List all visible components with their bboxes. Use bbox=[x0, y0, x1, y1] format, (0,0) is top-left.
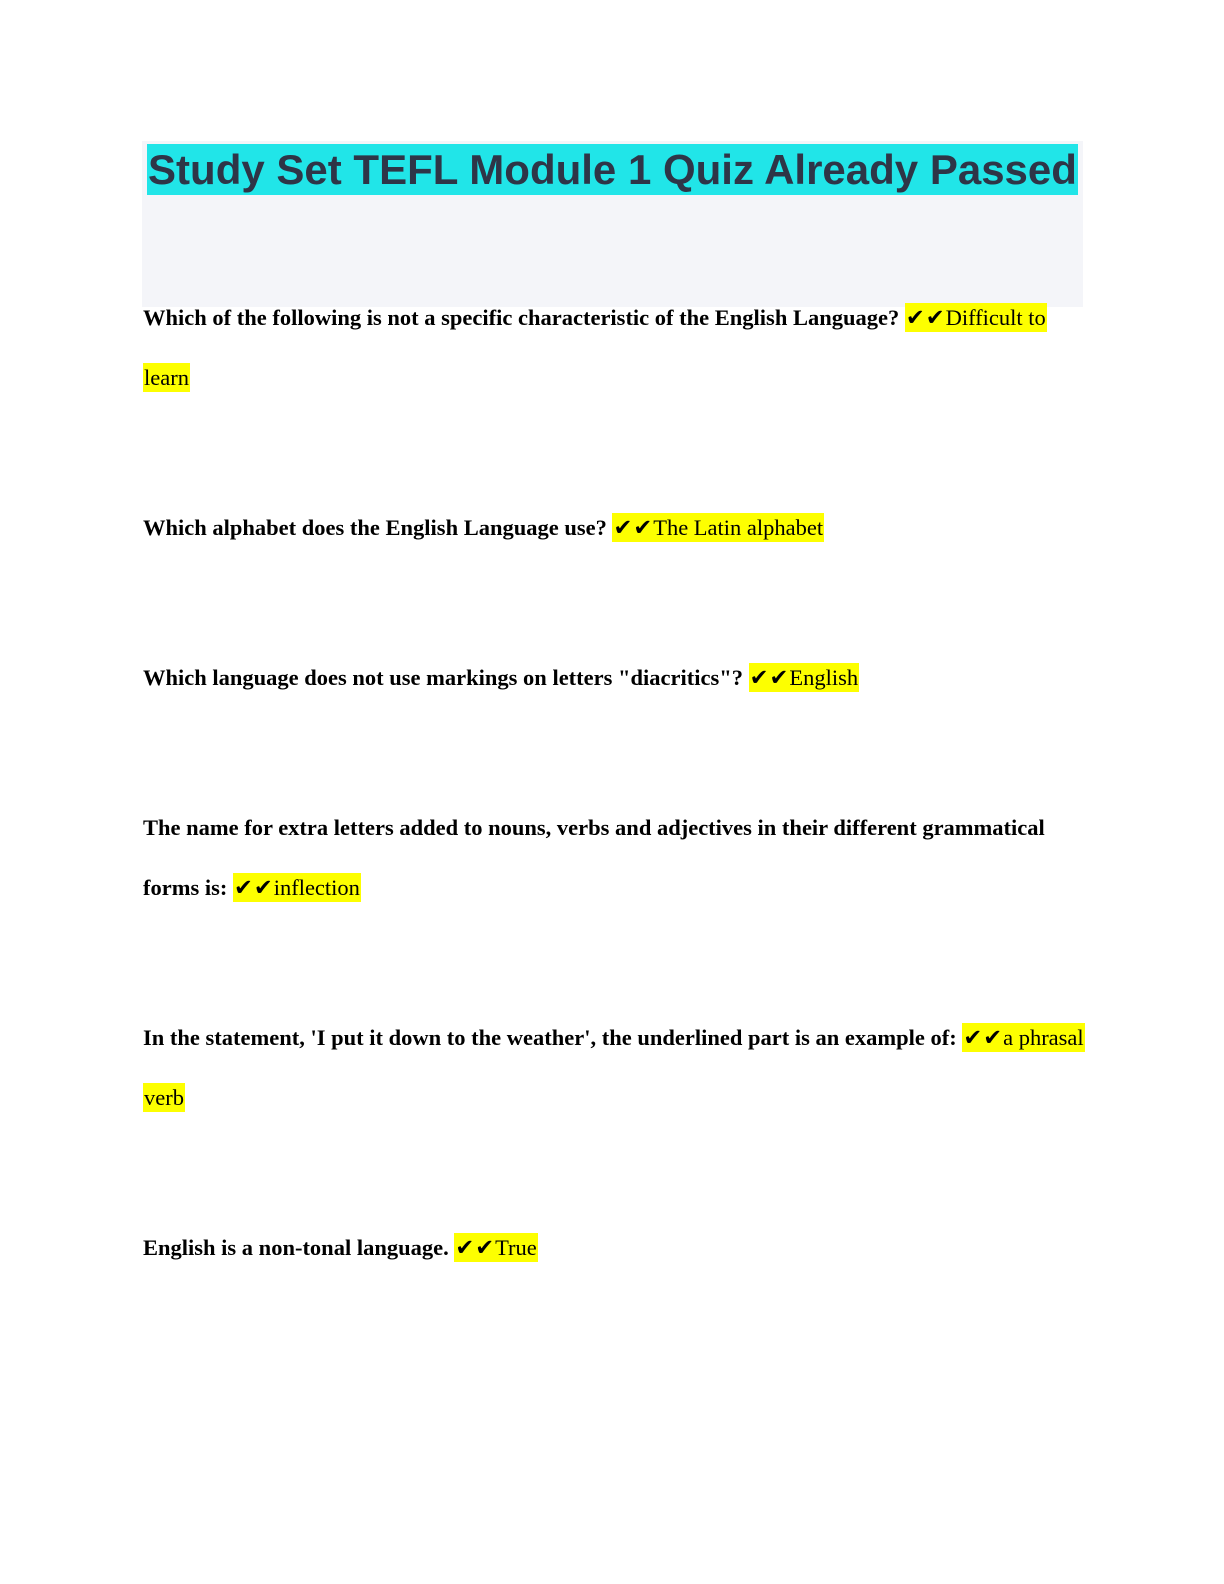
answer-highlight: ✔✔True bbox=[454, 1233, 538, 1262]
double-checkmark-icon: ✔✔ bbox=[233, 875, 274, 901]
double-checkmark-icon: ✔✔ bbox=[749, 665, 790, 691]
question-text: Which of the following is not a specific… bbox=[143, 305, 905, 330]
document-header: Study Set TEFL Module 1 Quiz Already Pas… bbox=[142, 141, 1083, 307]
question-block: Which language does not use markings on … bbox=[143, 648, 1084, 708]
question-block: English is a non-tonal language. ✔✔True bbox=[143, 1218, 1084, 1278]
answer-highlight: ✔✔English bbox=[748, 663, 860, 692]
question-block: Which alphabet does the English Language… bbox=[143, 498, 1084, 558]
double-checkmark-icon: ✔✔ bbox=[905, 305, 946, 331]
answer-text: inflection bbox=[273, 875, 360, 900]
document-body: Which of the following is not a specific… bbox=[143, 288, 1085, 1368]
question-text: Which alphabet does the English Language… bbox=[143, 515, 613, 540]
answer-highlight: ✔✔inflection bbox=[232, 873, 361, 902]
page-title: Study Set TEFL Module 1 Quiz Already Pas… bbox=[147, 144, 1078, 195]
answer-highlight: ✔✔The Latin alphabet bbox=[612, 513, 825, 542]
question-text: In the statement, 'I put it down to the … bbox=[143, 1025, 963, 1050]
double-checkmark-icon: ✔✔ bbox=[963, 1025, 1004, 1051]
title-highlight: Study Set TEFL Module 1 Quiz Already Pas… bbox=[147, 144, 1078, 195]
question-block: Which of the following is not a specific… bbox=[143, 288, 1084, 408]
double-checkmark-icon: ✔✔ bbox=[455, 1235, 496, 1261]
answer-text: The Latin alphabet bbox=[653, 515, 824, 540]
question-text: English is a non-tonal language. bbox=[143, 1235, 455, 1260]
double-checkmark-icon: ✔✔ bbox=[613, 515, 654, 541]
answer-text: English bbox=[789, 665, 859, 690]
answer-text: Difficult to learn bbox=[144, 305, 1046, 390]
question-text: The name for extra letters added to noun… bbox=[143, 815, 1045, 900]
question-block: The name for extra letters added to noun… bbox=[143, 798, 1084, 918]
answer-text: a phrasal verb bbox=[144, 1025, 1084, 1110]
question-text: Which language does not use markings on … bbox=[143, 665, 749, 690]
question-block: In the statement, 'I put it down to the … bbox=[143, 1008, 1085, 1128]
answer-text: True bbox=[495, 1235, 537, 1260]
